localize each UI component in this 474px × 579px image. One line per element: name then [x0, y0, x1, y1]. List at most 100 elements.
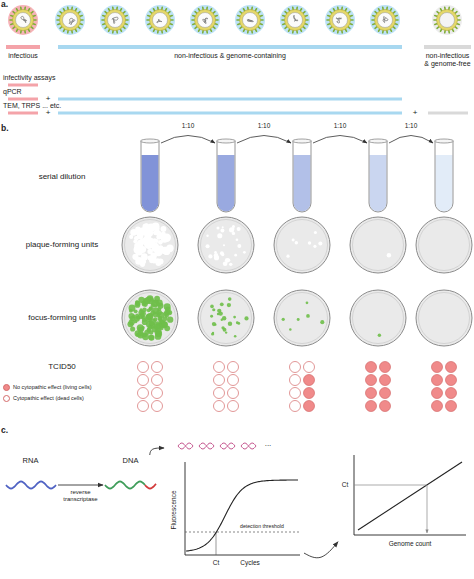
focus [163, 316, 168, 321]
tcid-well [138, 401, 149, 412]
connector-arrow [304, 542, 338, 558]
helix-strand [220, 443, 235, 449]
dish-rim [201, 293, 252, 344]
tcid-well [366, 362, 377, 373]
dish-rim [353, 293, 404, 344]
tcid-well [304, 375, 315, 386]
connector-arrow [150, 448, 164, 455]
focus [282, 318, 285, 321]
virion-envelope [105, 10, 126, 31]
helix-strand [199, 443, 214, 449]
focus [164, 303, 171, 310]
plaque [135, 247, 143, 255]
plaque [295, 241, 298, 244]
tube-wall [293, 141, 311, 212]
plaque-dish [122, 217, 178, 273]
virion [8, 5, 38, 35]
method-label: qPCR [3, 88, 22, 96]
ct-marker [216, 532, 217, 555]
tcid-well-group [290, 362, 315, 412]
plaque [144, 235, 149, 240]
focus [157, 303, 161, 307]
focus [148, 335, 154, 341]
focus [164, 312, 169, 317]
focus [148, 296, 151, 299]
tcid-well [290, 388, 301, 399]
tube-liquid [294, 155, 311, 212]
viral-genome [293, 15, 298, 21]
dna-copy [178, 443, 193, 449]
plaque [147, 256, 152, 261]
dilution-ratio: 1:10 [258, 122, 271, 129]
focus [167, 317, 173, 323]
viral-genome [247, 19, 253, 22]
virion-capsid [108, 13, 123, 28]
threshold-line [185, 532, 300, 533]
virion-capsid [153, 13, 168, 28]
band-label: infectious [8, 52, 38, 60]
focus [289, 328, 291, 330]
plaque [243, 251, 246, 254]
tcid-well [432, 362, 443, 373]
plaque [225, 258, 230, 263]
dilution-arrow [313, 136, 367, 144]
dish-rim [277, 220, 328, 271]
focus [320, 320, 324, 324]
method-label: TEM, TRPS ... etc. [3, 102, 61, 110]
focus [220, 302, 224, 306]
tcid-well [380, 375, 391, 386]
focus [156, 314, 160, 318]
focus-dish [198, 290, 254, 346]
focus-dish [416, 290, 472, 346]
virion-halo [145, 5, 175, 35]
plaque [314, 231, 317, 234]
dilution-ratio: 1:10 [405, 122, 418, 129]
plaque [154, 245, 159, 250]
test-tube [435, 139, 454, 212]
helix-strand [220, 443, 235, 449]
plaque [237, 244, 241, 248]
plaque [221, 253, 224, 256]
connector-arrow [58, 485, 103, 486]
plaque [292, 239, 295, 242]
virion-halo [190, 5, 220, 35]
test-tube [369, 139, 388, 212]
tube-wall [217, 141, 235, 212]
legend-entry: Cytopathic effect (dead cells) [3, 395, 84, 402]
virion-capsid [198, 13, 213, 28]
tcid-well [214, 388, 225, 399]
molecule-label: RNA [23, 457, 39, 465]
virion [280, 5, 310, 35]
plaque [166, 245, 173, 252]
test-tube [217, 139, 236, 212]
axis-label: Fluorescence [170, 490, 177, 529]
band-bar [58, 45, 402, 49]
plaque [286, 255, 289, 258]
ellipsis: ... [265, 440, 272, 449]
viral-genome [383, 17, 388, 23]
test-tube [293, 139, 312, 212]
tcid-well [138, 362, 149, 373]
band-bar [6, 45, 40, 49]
plaque [387, 253, 392, 258]
tcid-well [366, 401, 377, 412]
petri-dish [416, 290, 472, 346]
focus [150, 310, 155, 315]
focus [135, 302, 141, 308]
tcid-well [304, 362, 315, 373]
molecule-label: DNA [123, 457, 139, 465]
focus [221, 326, 224, 329]
row-label: plaque-forming units [26, 241, 98, 250]
plaque [308, 241, 311, 244]
helix-strand [199, 443, 214, 449]
plaque [144, 223, 149, 228]
method-bar [8, 98, 38, 101]
panel-label: b. [1, 124, 9, 133]
plaque [232, 232, 235, 235]
method-bar [8, 112, 38, 115]
legend-entry: No cytopathic effect (living cells) [3, 384, 91, 391]
tube-liquid [436, 155, 453, 212]
focus [228, 297, 232, 301]
dna-strand-end [145, 484, 156, 489]
